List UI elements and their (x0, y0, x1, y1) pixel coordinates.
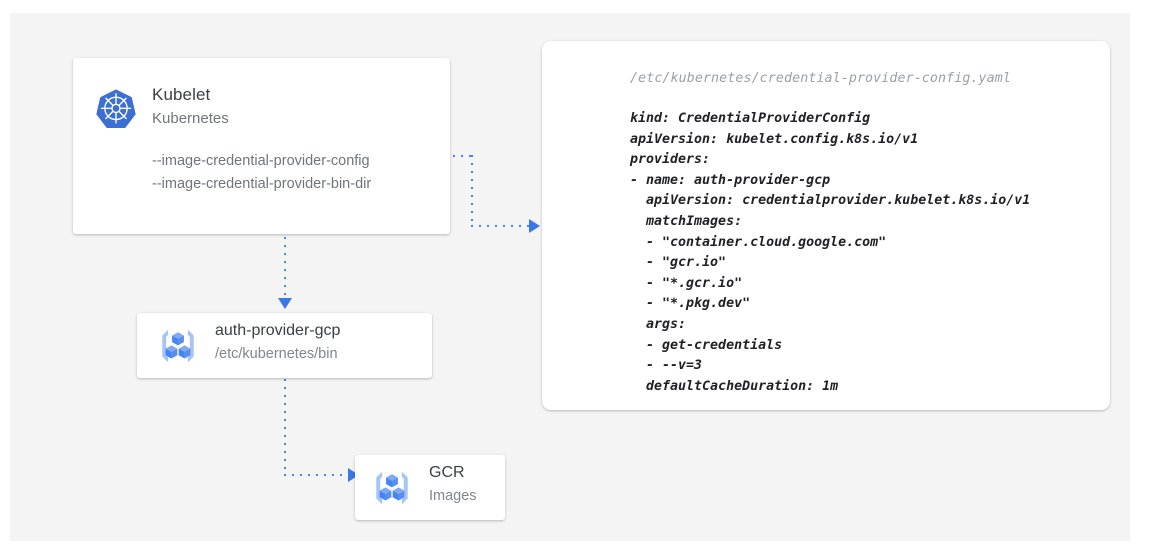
gcr-card[interactable]: GCR Images (355, 455, 505, 520)
connector-segment-horizontal (471, 225, 533, 227)
arrowhead-down-icon (278, 298, 292, 309)
connector-segment-vertical (471, 155, 473, 227)
kubelet-card[interactable]: Kubelet Kubernetes --image-credential-pr… (73, 58, 450, 234)
arrowhead-right-icon (348, 468, 359, 482)
gcr-card-title: GCR (429, 464, 465, 481)
kubelet-flag-bin-dir: --image-credential-provider-bin-dir (152, 176, 372, 192)
kubelet-card-title: Kubelet (152, 85, 211, 104)
connector-segment-horizontal (284, 474, 352, 476)
container-registry-icon (371, 467, 413, 509)
container-registry-icon (157, 325, 199, 367)
connector-segment-vertical (284, 379, 286, 476)
arrowhead-right-icon (529, 219, 540, 233)
config-file-path: /etc/kubernetes/credential-provider-conf… (630, 71, 1011, 86)
auth-provider-card-subtitle: /etc/kubernetes/bin (215, 346, 338, 362)
config-file-content: kind: CredentialProviderConfig apiVersio… (630, 111, 1031, 394)
auth-provider-gcp-card[interactable]: auth-provider-gcp /etc/kubernetes/bin (137, 313, 432, 378)
diagram-canvas: Kubelet Kubernetes --image-credential-pr… (10, 13, 1130, 541)
kubelet-card-subtitle: Kubernetes (152, 110, 229, 127)
kubernetes-icon (95, 88, 137, 130)
gcr-card-subtitle: Images (429, 488, 477, 504)
credential-provider-config-panel: /etc/kubernetes/credential-provider-conf… (542, 41, 1110, 410)
auth-provider-card-title: auth-provider-gcp (215, 322, 341, 339)
connector-segment-vertical (284, 189, 286, 299)
kubelet-flag-config: --image-credential-provider-config (152, 153, 370, 169)
